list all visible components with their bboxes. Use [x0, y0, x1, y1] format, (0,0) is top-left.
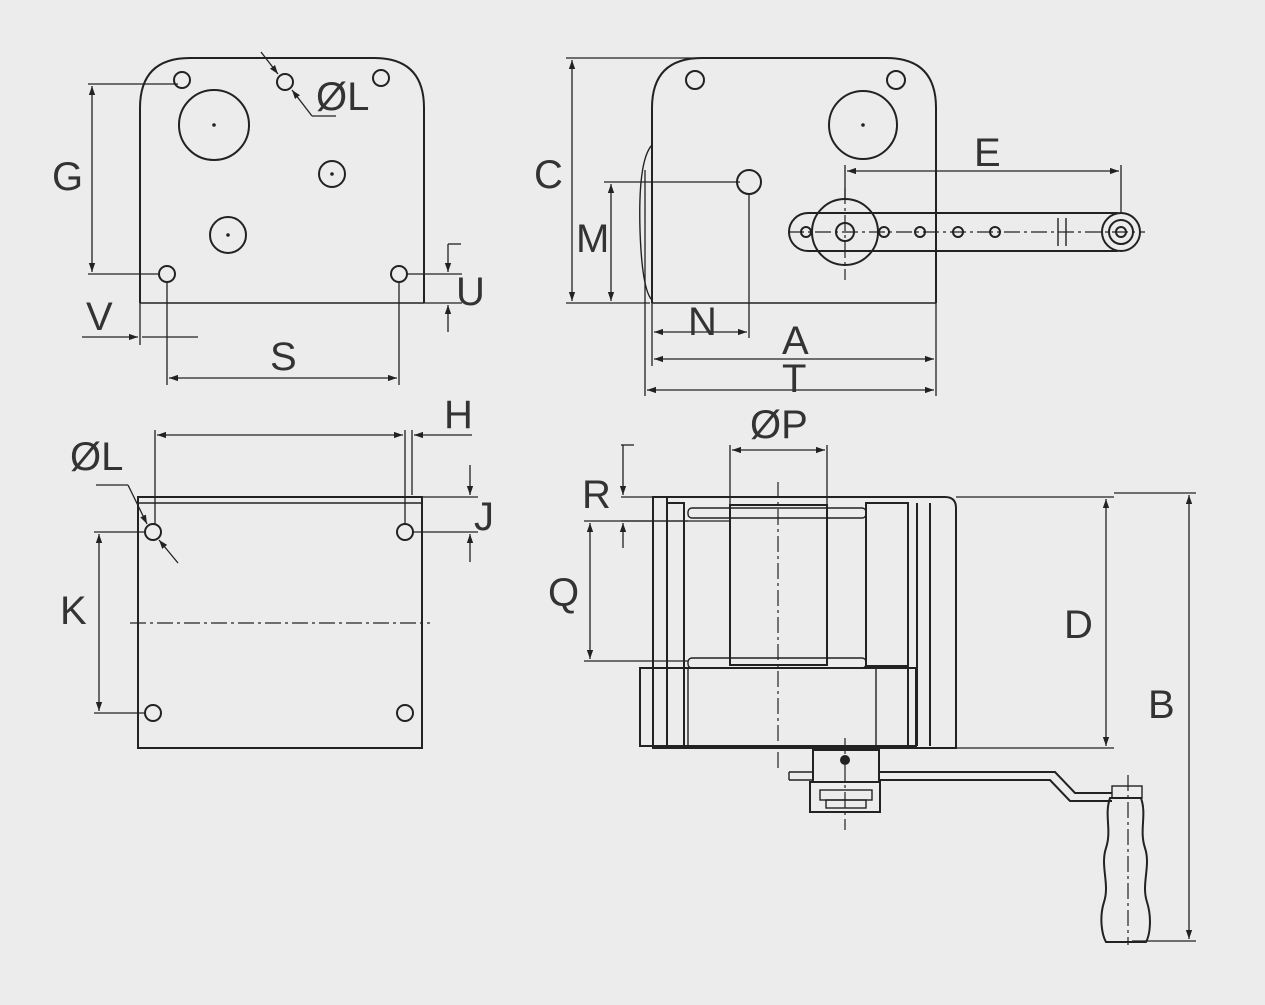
label-u: U	[456, 270, 485, 314]
label-g: G	[52, 155, 83, 199]
dimension-labels: G ØL U V S C M E N A T ØL H J K ØP R Q D…	[52, 75, 1175, 727]
label-l-bottom: ØL	[70, 435, 123, 479]
label-t: T	[782, 357, 806, 401]
label-e: E	[974, 131, 1001, 175]
top-view-dimensions	[584, 444, 1196, 942]
label-r: R	[582, 473, 611, 517]
label-d: D	[1064, 603, 1093, 647]
label-l-top: ØL	[316, 75, 369, 119]
label-n: N	[688, 300, 717, 344]
label-m: M	[576, 217, 609, 261]
label-h: H	[444, 393, 473, 437]
side-plate-view	[139, 57, 425, 304]
label-s: S	[270, 335, 297, 379]
label-a: A	[782, 319, 809, 363]
side-plate-dimensions	[82, 51, 462, 385]
top-view	[639, 482, 1151, 945]
base-plate-dimensions	[94, 430, 478, 714]
label-p: ØP	[750, 403, 808, 447]
label-b: B	[1148, 683, 1175, 727]
label-q: Q	[548, 571, 579, 615]
label-k: K	[60, 589, 87, 633]
front-view-dimensions	[566, 57, 1122, 396]
base-plate-view	[130, 496, 430, 749]
front-view	[639, 57, 1145, 304]
label-j: J	[474, 495, 494, 539]
label-c: C	[534, 153, 563, 197]
label-v: V	[86, 295, 113, 339]
